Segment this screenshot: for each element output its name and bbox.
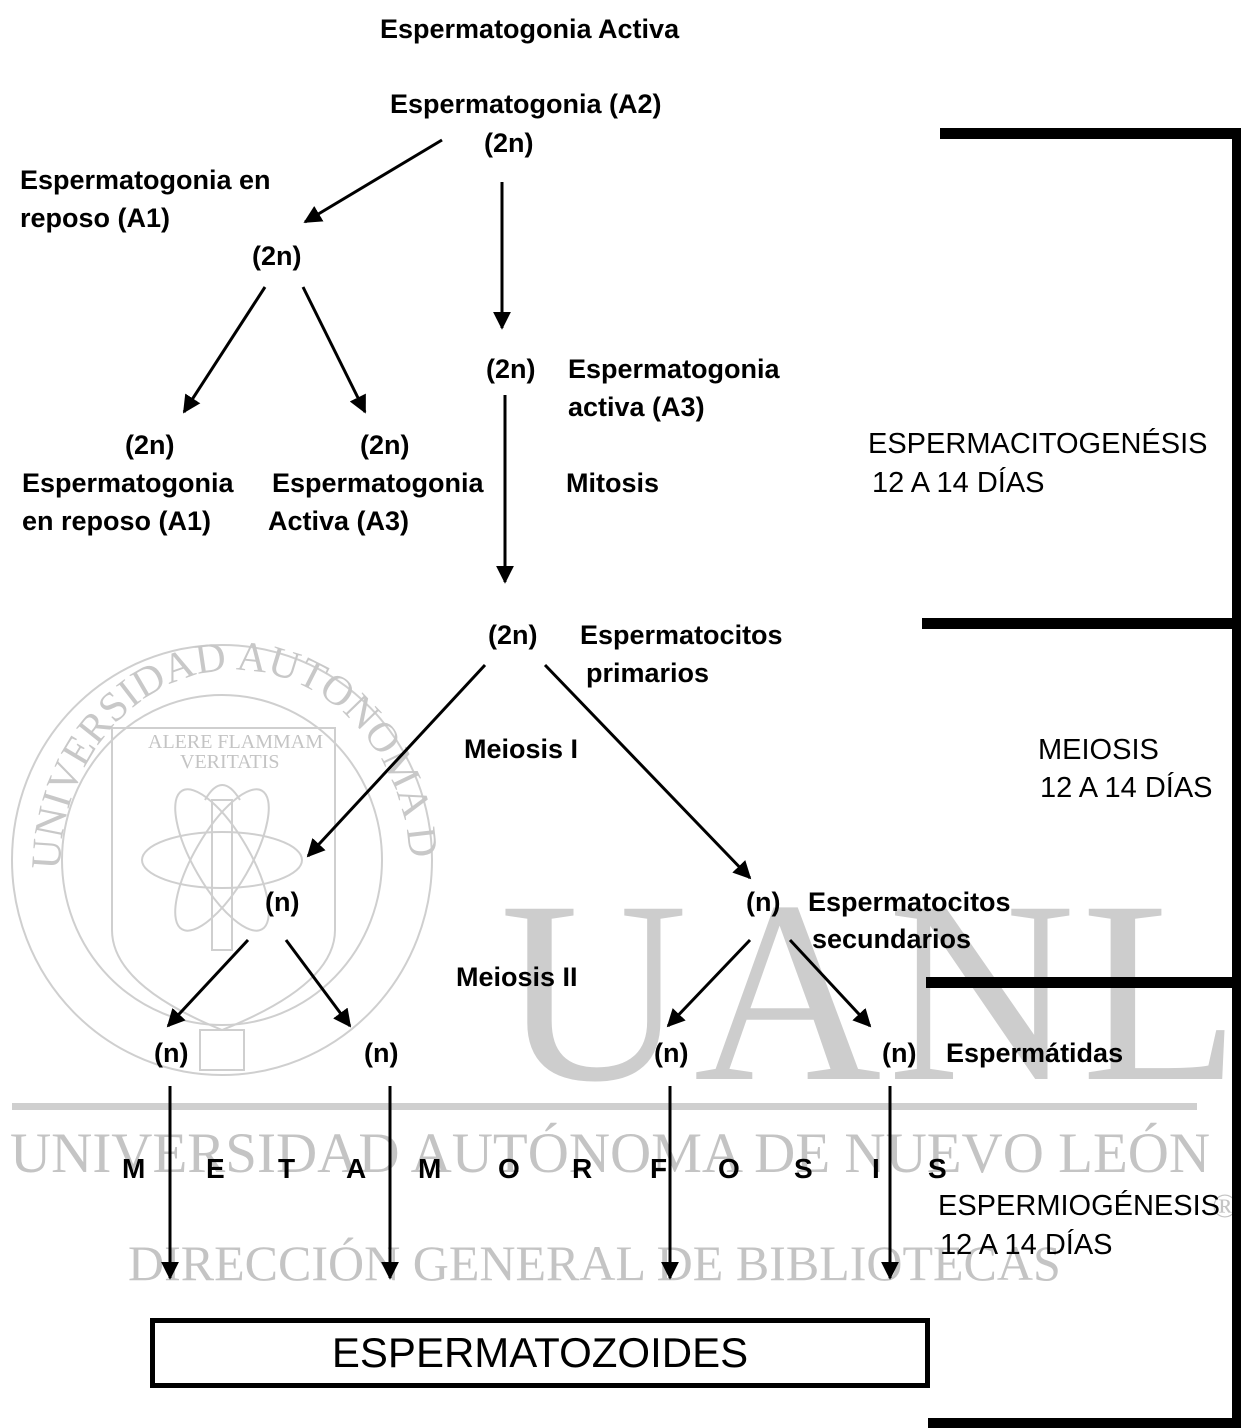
arrow-meiosis2-4 bbox=[788, 938, 872, 1028]
child-a3-label-2: Activa (A3) bbox=[268, 506, 410, 536]
rest-a1-ploidy: (2n) bbox=[252, 241, 302, 271]
university-seal bbox=[11, 644, 433, 1076]
primary-ploidy: (2n) bbox=[488, 620, 538, 650]
arrow-meiosis1-left bbox=[306, 663, 487, 858]
metamorfosis-letter: E bbox=[206, 1153, 225, 1184]
root-ploidy: (2n) bbox=[484, 128, 534, 158]
phase-duration-espermacitogenesis: 12 A 14 DÍAS bbox=[872, 467, 1045, 499]
arrow-meiosis2-1 bbox=[166, 938, 250, 1028]
mitosis-label: Mitosis bbox=[566, 468, 660, 498]
child-a3-label-1: Espermatogonia bbox=[272, 468, 484, 498]
spermatid-ploidy-4: (n) bbox=[882, 1038, 917, 1068]
meiosis2-label: Meiosis II bbox=[456, 962, 578, 992]
phase-name-meiosis: MEIOSIS bbox=[1038, 734, 1159, 766]
metamorfosis-letter: M bbox=[418, 1153, 442, 1184]
spermatid-ploidy-1: (n) bbox=[154, 1038, 189, 1068]
bracket-tick-2 bbox=[922, 618, 1240, 629]
child-a1-ploidy: (2n) bbox=[125, 430, 175, 460]
metamorfosis-letter: M bbox=[122, 1153, 146, 1184]
metamorfosis-letter: A bbox=[346, 1153, 367, 1184]
secondary-left-ploidy: (n) bbox=[265, 887, 300, 917]
spermatid-ploidy-3: (n) bbox=[654, 1038, 689, 1068]
metamorfosis-letter: F bbox=[650, 1153, 668, 1184]
primary-label-1: Espermatocitos bbox=[580, 620, 783, 650]
secondary-right-label-1: Espermatocitos bbox=[808, 887, 1011, 917]
primary-label-2: primarios bbox=[586, 658, 710, 688]
root-label: Espermatogonia (A2) bbox=[390, 89, 662, 119]
watermark-rule bbox=[12, 1103, 1197, 1110]
phase-name-espermiogenesis: ESPERMIOGÉNESIS bbox=[938, 1190, 1221, 1222]
secondary-right-label-2: secundarios bbox=[812, 924, 972, 954]
metamorfosis-letter: T bbox=[278, 1153, 296, 1184]
rest-a1-label-2: reposo (A1) bbox=[20, 203, 171, 233]
spermatids-label: Espermátidas bbox=[946, 1038, 1124, 1068]
spermatid-ploidy-2: (n) bbox=[364, 1038, 399, 1068]
arrow-meiosis2-2 bbox=[284, 939, 352, 1028]
bracket-tick-1 bbox=[940, 128, 1240, 139]
metamorfosis-letter: S bbox=[928, 1153, 947, 1184]
child-a1-label-1: Espermatogonia bbox=[22, 468, 234, 498]
meiosis1-label: Meiosis I bbox=[464, 734, 579, 764]
final-product-label: ESPERMATOZOIDES bbox=[331, 1329, 749, 1376]
metamorfosis-letter: O bbox=[718, 1153, 740, 1184]
bracket-tick-4 bbox=[928, 1418, 1240, 1428]
phase-name-espermacitogenesis: ESPERMACITOGENÉSIS bbox=[868, 428, 1208, 460]
phase-duration-espermiogenesis: 12 A 14 DÍAS bbox=[940, 1229, 1113, 1261]
final-product-box: ESPERMATOZOIDES bbox=[150, 1318, 930, 1388]
metamorfosis-letter: O bbox=[498, 1153, 520, 1184]
arrow-meiosis2-3 bbox=[666, 938, 752, 1028]
diagram-title: Espermatogonia Activa bbox=[380, 14, 680, 44]
active-a3-label-2: activa (A3) bbox=[568, 392, 705, 422]
seal-motto-1: ALERE FLAMMAM bbox=[148, 731, 324, 753]
bracket-tick-3 bbox=[926, 977, 1240, 988]
metamorfosis-letter: R bbox=[572, 1153, 593, 1184]
bracket-spine bbox=[1232, 128, 1241, 1428]
watermark-line-university: UNIVERSIDAD AUTÓNOMA DE NUEVO LEÓN bbox=[10, 1122, 1211, 1185]
child-a1-label-2: en reposo (A1) bbox=[22, 506, 212, 536]
seal-motto-2: VERITATIS bbox=[180, 751, 280, 773]
phase-duration-meiosis: 12 A 14 DÍAS bbox=[1040, 772, 1213, 804]
active-a3-ploidy: (2n) bbox=[486, 354, 536, 384]
arrow-a1-to-active-a3 bbox=[301, 286, 367, 414]
active-a3-label-1: Espermatogonia bbox=[568, 354, 780, 384]
secondary-right-ploidy: (n) bbox=[746, 887, 781, 917]
arrow-meiosis1-right bbox=[543, 663, 752, 880]
metamorfosis-letter: S bbox=[794, 1153, 813, 1184]
arrow-a2-to-a1 bbox=[303, 138, 443, 224]
arrow-a1-to-rest-a1 bbox=[182, 286, 267, 414]
child-a3-ploidy: (2n) bbox=[360, 430, 410, 460]
watermark-uanl-letters: UANL bbox=[500, 848, 1247, 1136]
metamorfosis-letter: I bbox=[872, 1153, 880, 1184]
rest-a1-label-1: Espermatogonia en bbox=[20, 165, 271, 195]
